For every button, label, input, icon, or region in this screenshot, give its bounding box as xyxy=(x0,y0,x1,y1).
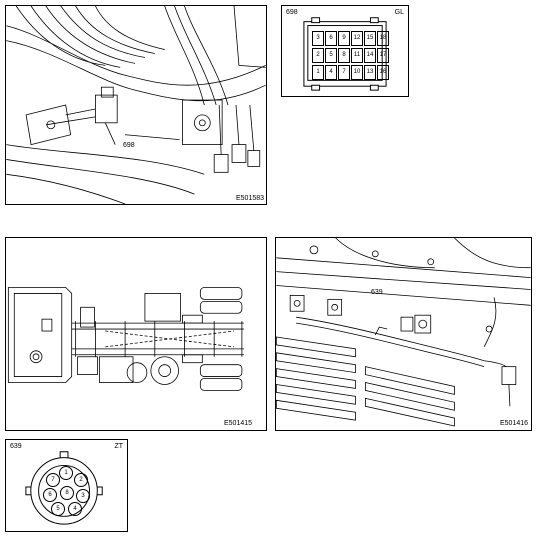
figure-ref-e501583: E501583 xyxy=(236,195,265,202)
pin: 6 xyxy=(43,488,57,502)
pin: 6 xyxy=(325,31,337,46)
connector-tag-zt: ZT xyxy=(114,443,123,450)
pin: 7 xyxy=(46,473,60,487)
pin: 4 xyxy=(68,502,82,516)
pin: 1 xyxy=(312,65,324,80)
pin: 4 xyxy=(325,65,337,80)
pin: 5 xyxy=(51,502,65,516)
pin: 3 xyxy=(312,31,324,46)
pin: 8 xyxy=(60,486,74,500)
pin: 17 xyxy=(377,48,389,63)
frame-closeup-drawing xyxy=(276,238,531,427)
pin: 8 xyxy=(338,48,350,63)
pin: 11 xyxy=(351,48,363,63)
connector-698-panel: 698 GL 3 6 9 12 15 18 2 5 8 11 14 17 1 4… xyxy=(281,5,409,97)
pin: 18 xyxy=(377,31,389,46)
connector-id-639: 639 xyxy=(10,443,22,450)
connector-639-housing xyxy=(25,451,103,525)
pin: 2 xyxy=(312,48,324,63)
connector-639-panel: 639 ZT 1 2 3 4 5 6 7 8 xyxy=(5,439,128,532)
connector-698-housing xyxy=(303,17,387,91)
pin: 1 xyxy=(59,466,73,480)
pin-row: 2 5 8 11 14 17 xyxy=(312,48,389,63)
pin: 3 xyxy=(76,489,90,503)
pin: 5 xyxy=(325,48,337,63)
connector-tag-gl: GL xyxy=(394,9,404,16)
connector-698-pin-grid: 3 6 9 12 15 18 2 5 8 11 14 17 1 4 7 10 1… xyxy=(312,31,389,80)
truck-topview-panel: E501415 xyxy=(5,237,267,431)
pin: 7 xyxy=(338,65,350,80)
pin: 12 xyxy=(351,31,363,46)
callout-698: 698 xyxy=(123,142,135,149)
pin: 13 xyxy=(364,65,376,80)
engine-bay-drawing xyxy=(6,6,266,204)
connector-id-698: 698 xyxy=(286,9,298,16)
pin: 16 xyxy=(377,65,389,80)
figure-ref-e501415: E501415 xyxy=(224,420,253,427)
frame-closeup-panel: 639 E501416 xyxy=(275,237,532,431)
pin: 9 xyxy=(338,31,350,46)
pin-row: 1 4 7 10 13 16 xyxy=(312,65,389,80)
callout-639: 639 xyxy=(371,289,383,296)
pin: 15 xyxy=(364,31,376,46)
pin: 10 xyxy=(351,65,363,80)
truck-chassis-drawing xyxy=(7,287,244,391)
figure-ref-e501416: E501416 xyxy=(500,420,529,427)
pin: 14 xyxy=(364,48,376,63)
pin: 2 xyxy=(74,473,88,487)
pin-row: 3 6 9 12 15 18 xyxy=(312,31,389,46)
engine-bay-panel: 698 E501583 xyxy=(5,5,267,205)
